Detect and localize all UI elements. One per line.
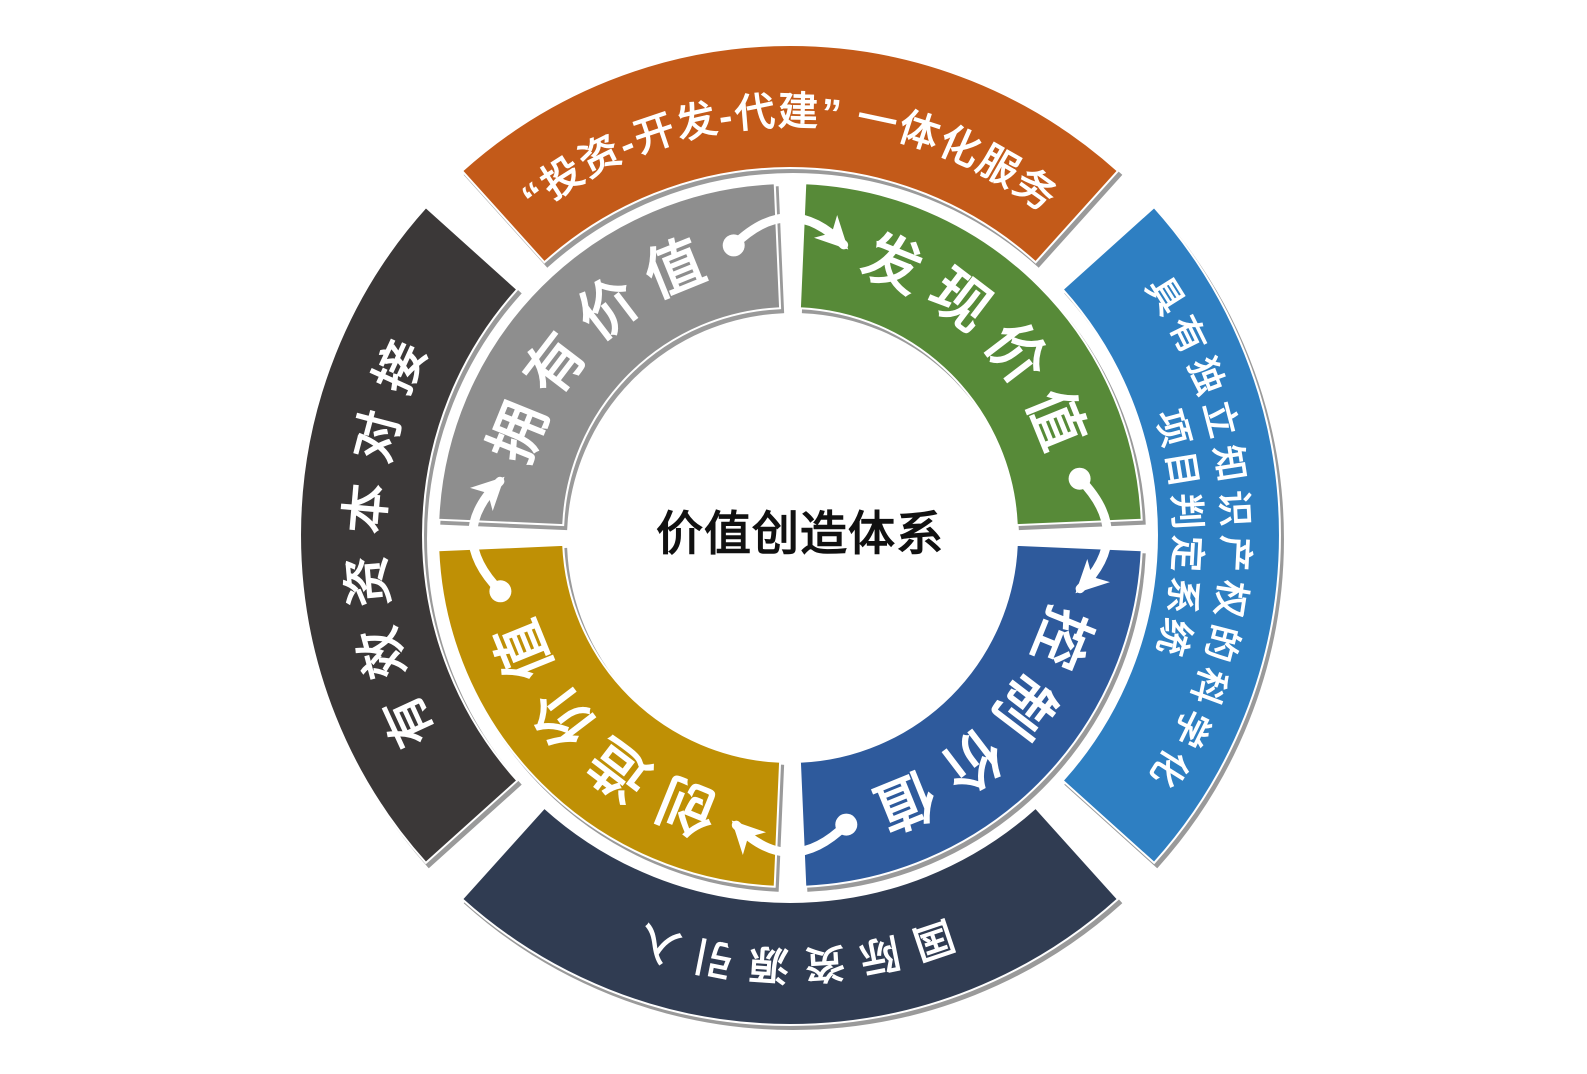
arrow-curve: [1075, 474, 1112, 594]
inner-quadrant-discover-value: [798, 182, 1143, 527]
outer-arc-integrated-service: [460, 44, 1120, 264]
arrow-curve: [729, 213, 849, 250]
outer-arc-international-resources: [460, 806, 1120, 1026]
flow-arrow-create-to-own: [468, 476, 512, 603]
inner-quadrant-create-value: [437, 543, 782, 888]
outer-arc-capital-matching: [299, 205, 519, 865]
outer-arc-judgment-system: [1061, 205, 1281, 865]
arrow-curve: [468, 476, 505, 596]
flow-arrow-control-to-create: [731, 813, 858, 857]
flow-arrow-own-to-discover: [722, 213, 849, 257]
inner-quadrant-control-value: [798, 543, 1143, 888]
outer-ring: “投资-开发-代建” 一体化服务 具有独立知识产权的科学化 项目判定系统 国际资…: [299, 44, 1281, 1026]
arrow-curve: [731, 820, 851, 857]
center-title: 价值创造体系: [656, 507, 944, 560]
inner-quadrant-own-value: [437, 182, 782, 527]
flow-arrow-discover-to-control: [1068, 467, 1112, 594]
flow-arrows: [468, 213, 1112, 857]
